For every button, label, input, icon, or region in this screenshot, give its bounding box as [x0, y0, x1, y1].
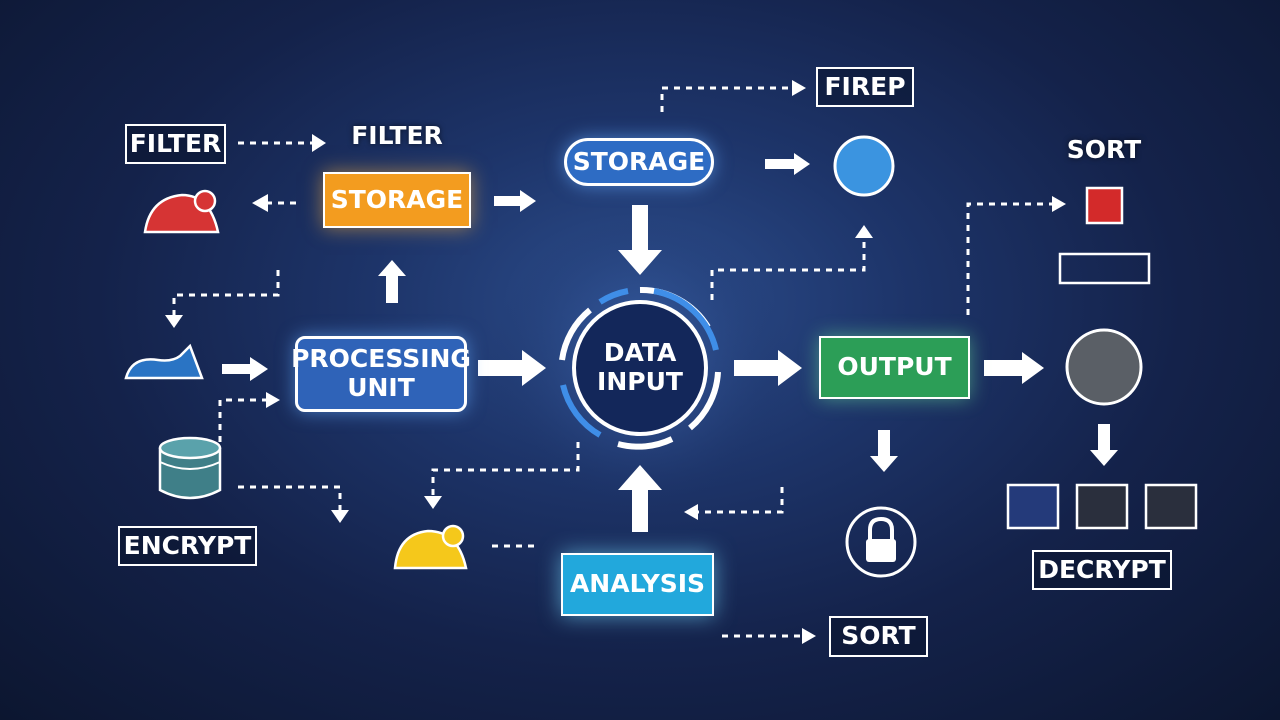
hub-ring-segment: [559, 307, 592, 361]
arrow-storage-to-hub: [618, 205, 662, 275]
processing-unit-box: PROCESSING UNIT: [291, 336, 471, 412]
data-input-label: DATA INPUT: [580, 333, 700, 403]
arrow-processing-to-storage: [378, 260, 406, 303]
arrow-storage-to-pill: [494, 190, 536, 212]
gray-circle: [1065, 328, 1143, 406]
red-dome-shape: [143, 189, 220, 234]
firep-label: FIREP: [816, 67, 914, 107]
arrow-shape-to-processing: [222, 357, 268, 381]
encrypt-label: ENCRYPT: [118, 526, 257, 566]
square-1: [1006, 483, 1060, 530]
dotted-arrowheads: [165, 80, 1066, 644]
dotted-hub-to-yellow: [431, 442, 580, 498]
hub-ring-segment: [688, 371, 721, 431]
data-input-line1: DATA: [603, 338, 677, 368]
output-box: OUTPUT: [819, 336, 970, 399]
hub-ring-segment: [598, 288, 629, 305]
arrow-output-to-lock: [870, 430, 898, 472]
arrow-hub-to-output: [734, 350, 802, 386]
empty-rectangle: [1058, 252, 1151, 285]
data-input-hub: [559, 286, 721, 450]
sort-bottom-label: SORT: [829, 616, 928, 657]
arrow-output-to-circle: [984, 352, 1044, 384]
lock-icon: [845, 506, 917, 578]
storage-pill: STORAGE: [564, 138, 714, 186]
storage-orange-box: STORAGE: [323, 172, 471, 228]
hub-ring-segment: [560, 384, 602, 438]
processing-unit-line1: PROCESSING: [291, 344, 471, 374]
hub-ring-segment: [617, 436, 674, 450]
dotted-to-blueshape: [172, 270, 280, 315]
dotted-connectors: [172, 86, 1052, 638]
arrow-pill-to-circle: [765, 153, 810, 175]
arrow-circle-to-squares: [1090, 424, 1118, 466]
decrypt-label: DECRYPT: [1032, 550, 1172, 590]
blue-circle: [833, 135, 895, 197]
square-2: [1075, 483, 1129, 530]
dotted-output-to-redsquare: [966, 202, 1052, 315]
dotted-pill-to-firep: [660, 86, 792, 112]
filter-box-label: FILTER: [125, 124, 226, 164]
square-3: [1144, 483, 1198, 530]
arrow-processing-to-hub: [478, 350, 546, 386]
filter-text-label: FILTER: [351, 120, 443, 150]
dotted-hub-to-bluecircle: [710, 238, 866, 300]
database-icon: [158, 436, 222, 500]
hub-ring-segment: [653, 288, 719, 351]
red-square: [1085, 186, 1124, 225]
dotted-cylinder-to-right: [238, 485, 342, 510]
solid-arrows: [222, 153, 1118, 532]
arrow-analysis-to-hub: [618, 465, 662, 532]
dotted-to-analysis-area: [696, 487, 784, 514]
dotted-cylinder-to-processing: [218, 398, 268, 442]
blue-wave-shape: [124, 343, 204, 380]
data-input-line2: INPUT: [597, 367, 683, 396]
analysis-box: ANALYSIS: [561, 553, 714, 616]
processing-unit-line2: UNIT: [347, 373, 415, 402]
sort-top-label: SORT: [1066, 134, 1142, 164]
yellow-dome-shape: [393, 524, 468, 570]
